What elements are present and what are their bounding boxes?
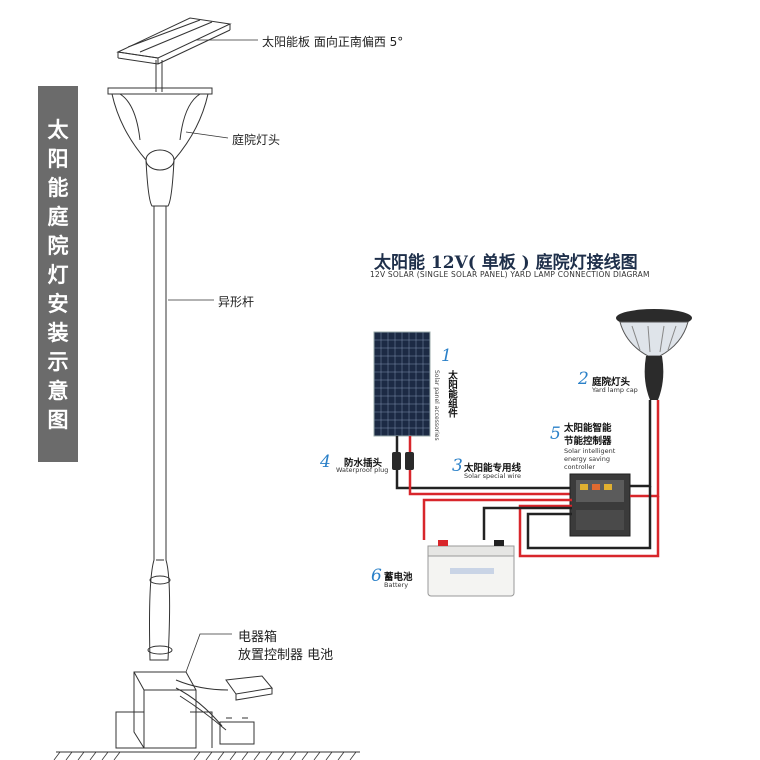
electrical-box-label: 电器箱 (238, 630, 278, 645)
title-char: 庭 (47, 203, 69, 229)
title-char: 安 (47, 290, 69, 316)
wiring-solar-panel (373, 331, 431, 437)
component-en-4: Waterproof plug (336, 466, 389, 474)
title-char: 灯 (47, 261, 69, 287)
pole-label: 异形杆 (218, 295, 255, 309)
component-label-2: 庭院灯头 (592, 377, 631, 388)
title-char: 阳 (47, 145, 69, 171)
wiring-diagram-subtitle: 12V SOLAR (SINGLE SOLAR PANEL) YARD LAMP… (370, 270, 650, 279)
wiring-diagram-title: 太阳能 12V( 单板 ) 庭院灯接线图 (374, 253, 638, 273)
pole-controller (225, 675, 273, 695)
component-number-3: 3 (452, 456, 463, 476)
wiring-battery (427, 540, 515, 597)
component-en-3: Solar special wire (464, 472, 522, 480)
component-en-5-line3: controller (564, 463, 596, 471)
title-char: 示 (47, 348, 69, 374)
electrical-box-detail: 放置控制器 电池 (238, 648, 334, 663)
title-char: 图 (47, 406, 69, 432)
title-char: 院 (47, 232, 69, 258)
component-number-1: 1 (441, 346, 452, 366)
lamp-head-label: 庭院灯头 (232, 133, 281, 147)
component-number-2: 2 (578, 369, 589, 389)
pole-shaft (149, 205, 171, 661)
component-label-1: 太阳能组件 (446, 370, 457, 418)
component-en-2: Yard lamp cap (592, 386, 638, 394)
component-number-4: 4 (320, 452, 331, 472)
component-label-5-line2: 节能控制器 (564, 436, 612, 447)
component-number-6: 6 (371, 566, 382, 586)
title-char: 意 (47, 377, 69, 403)
waterproof-plug (405, 452, 414, 470)
component-en-1: Solar panel accessories (433, 370, 440, 441)
component-label-6: 蓄电池 (384, 572, 413, 583)
component-label-4: 防水插头 (344, 458, 383, 469)
vertical-title-box: 太 阳 能 庭 院 灯 安 装 示 意 图 (38, 86, 78, 462)
component-en-5-line2: energy saving (564, 455, 610, 463)
title-char: 能 (47, 174, 69, 200)
pole-lamp-head (107, 87, 213, 95)
component-label-3: 太阳能专用线 (464, 463, 522, 474)
title-char: 太 (47, 116, 69, 142)
controller-box (569, 473, 631, 537)
component-en-5-line1: Solar intelligent (564, 447, 616, 455)
waterproof-plug (392, 452, 401, 470)
wiring-lamp-head (616, 309, 692, 400)
component-label-5-line1: 太阳能智能 (564, 423, 612, 434)
component-en-6: Battery (384, 581, 409, 589)
solar-panel-label: 太阳能板 面向正南偏西 5° (262, 35, 404, 49)
component-number-5: 5 (550, 424, 561, 444)
title-char: 装 (47, 319, 69, 345)
pole-battery (219, 721, 255, 745)
